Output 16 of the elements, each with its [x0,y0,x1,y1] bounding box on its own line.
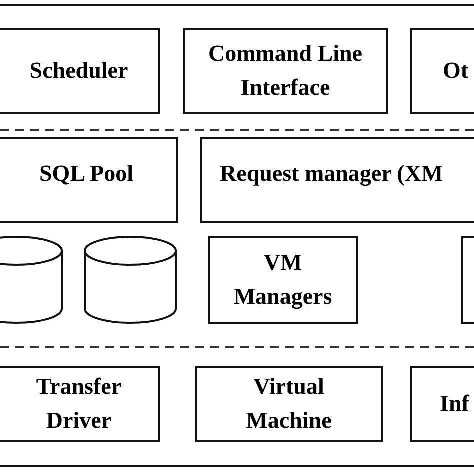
component-label: Virtual Machine [245,373,333,435]
component-label: Ot [443,57,469,85]
component-label: Scheduler [28,57,128,85]
component-label: SQL Pool [40,160,134,188]
component-box [183,28,388,114]
component-label: Request manager (XM [220,160,444,188]
component-box [195,366,383,442]
component-box [208,236,358,324]
component-box [0,28,160,114]
component-label: Command Line Interface [208,40,364,102]
component-box [0,366,160,442]
component-label: VM Managers [232,249,334,312]
component-label: Transfer Driver [35,373,123,435]
component-label: Inf [440,390,470,418]
database-cylinder [84,236,177,324]
component-box [0,137,178,223]
